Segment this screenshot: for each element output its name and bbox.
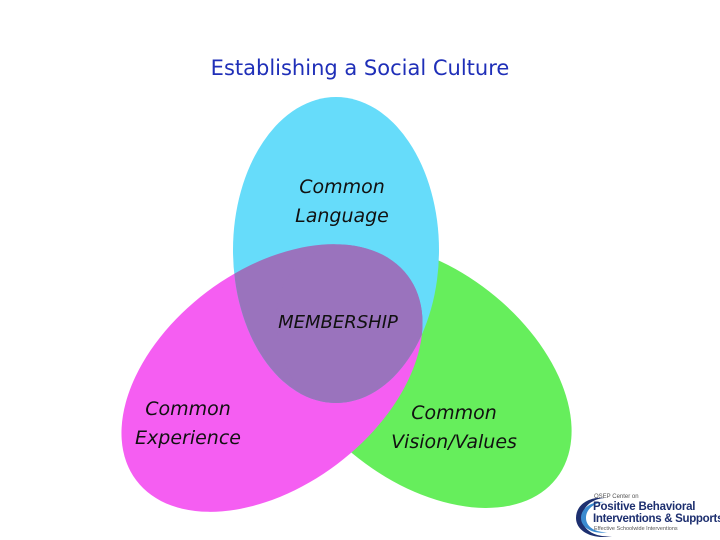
common-language-label: Common Language bbox=[295, 176, 389, 227]
logo-line-2: Positive Behavioral bbox=[593, 501, 696, 513]
common-experience-label: Common Experience bbox=[135, 398, 241, 449]
common-vision-values-label: Common Vision/Values bbox=[391, 402, 517, 453]
pbis-logo: OSEP Center on Positive Behavioral Inter… bbox=[572, 492, 720, 540]
pbis-swoosh-icon bbox=[576, 497, 612, 538]
logo-line-4: Effective Schoolwide Interventions bbox=[594, 526, 678, 532]
slide-title: Establishing a Social Culture bbox=[210, 56, 510, 80]
logo-line-1: OSEP Center on bbox=[594, 494, 639, 500]
logo-line-3: Interventions & Supports bbox=[593, 513, 720, 525]
membership-label: MEMBERSHIP bbox=[278, 312, 398, 333]
